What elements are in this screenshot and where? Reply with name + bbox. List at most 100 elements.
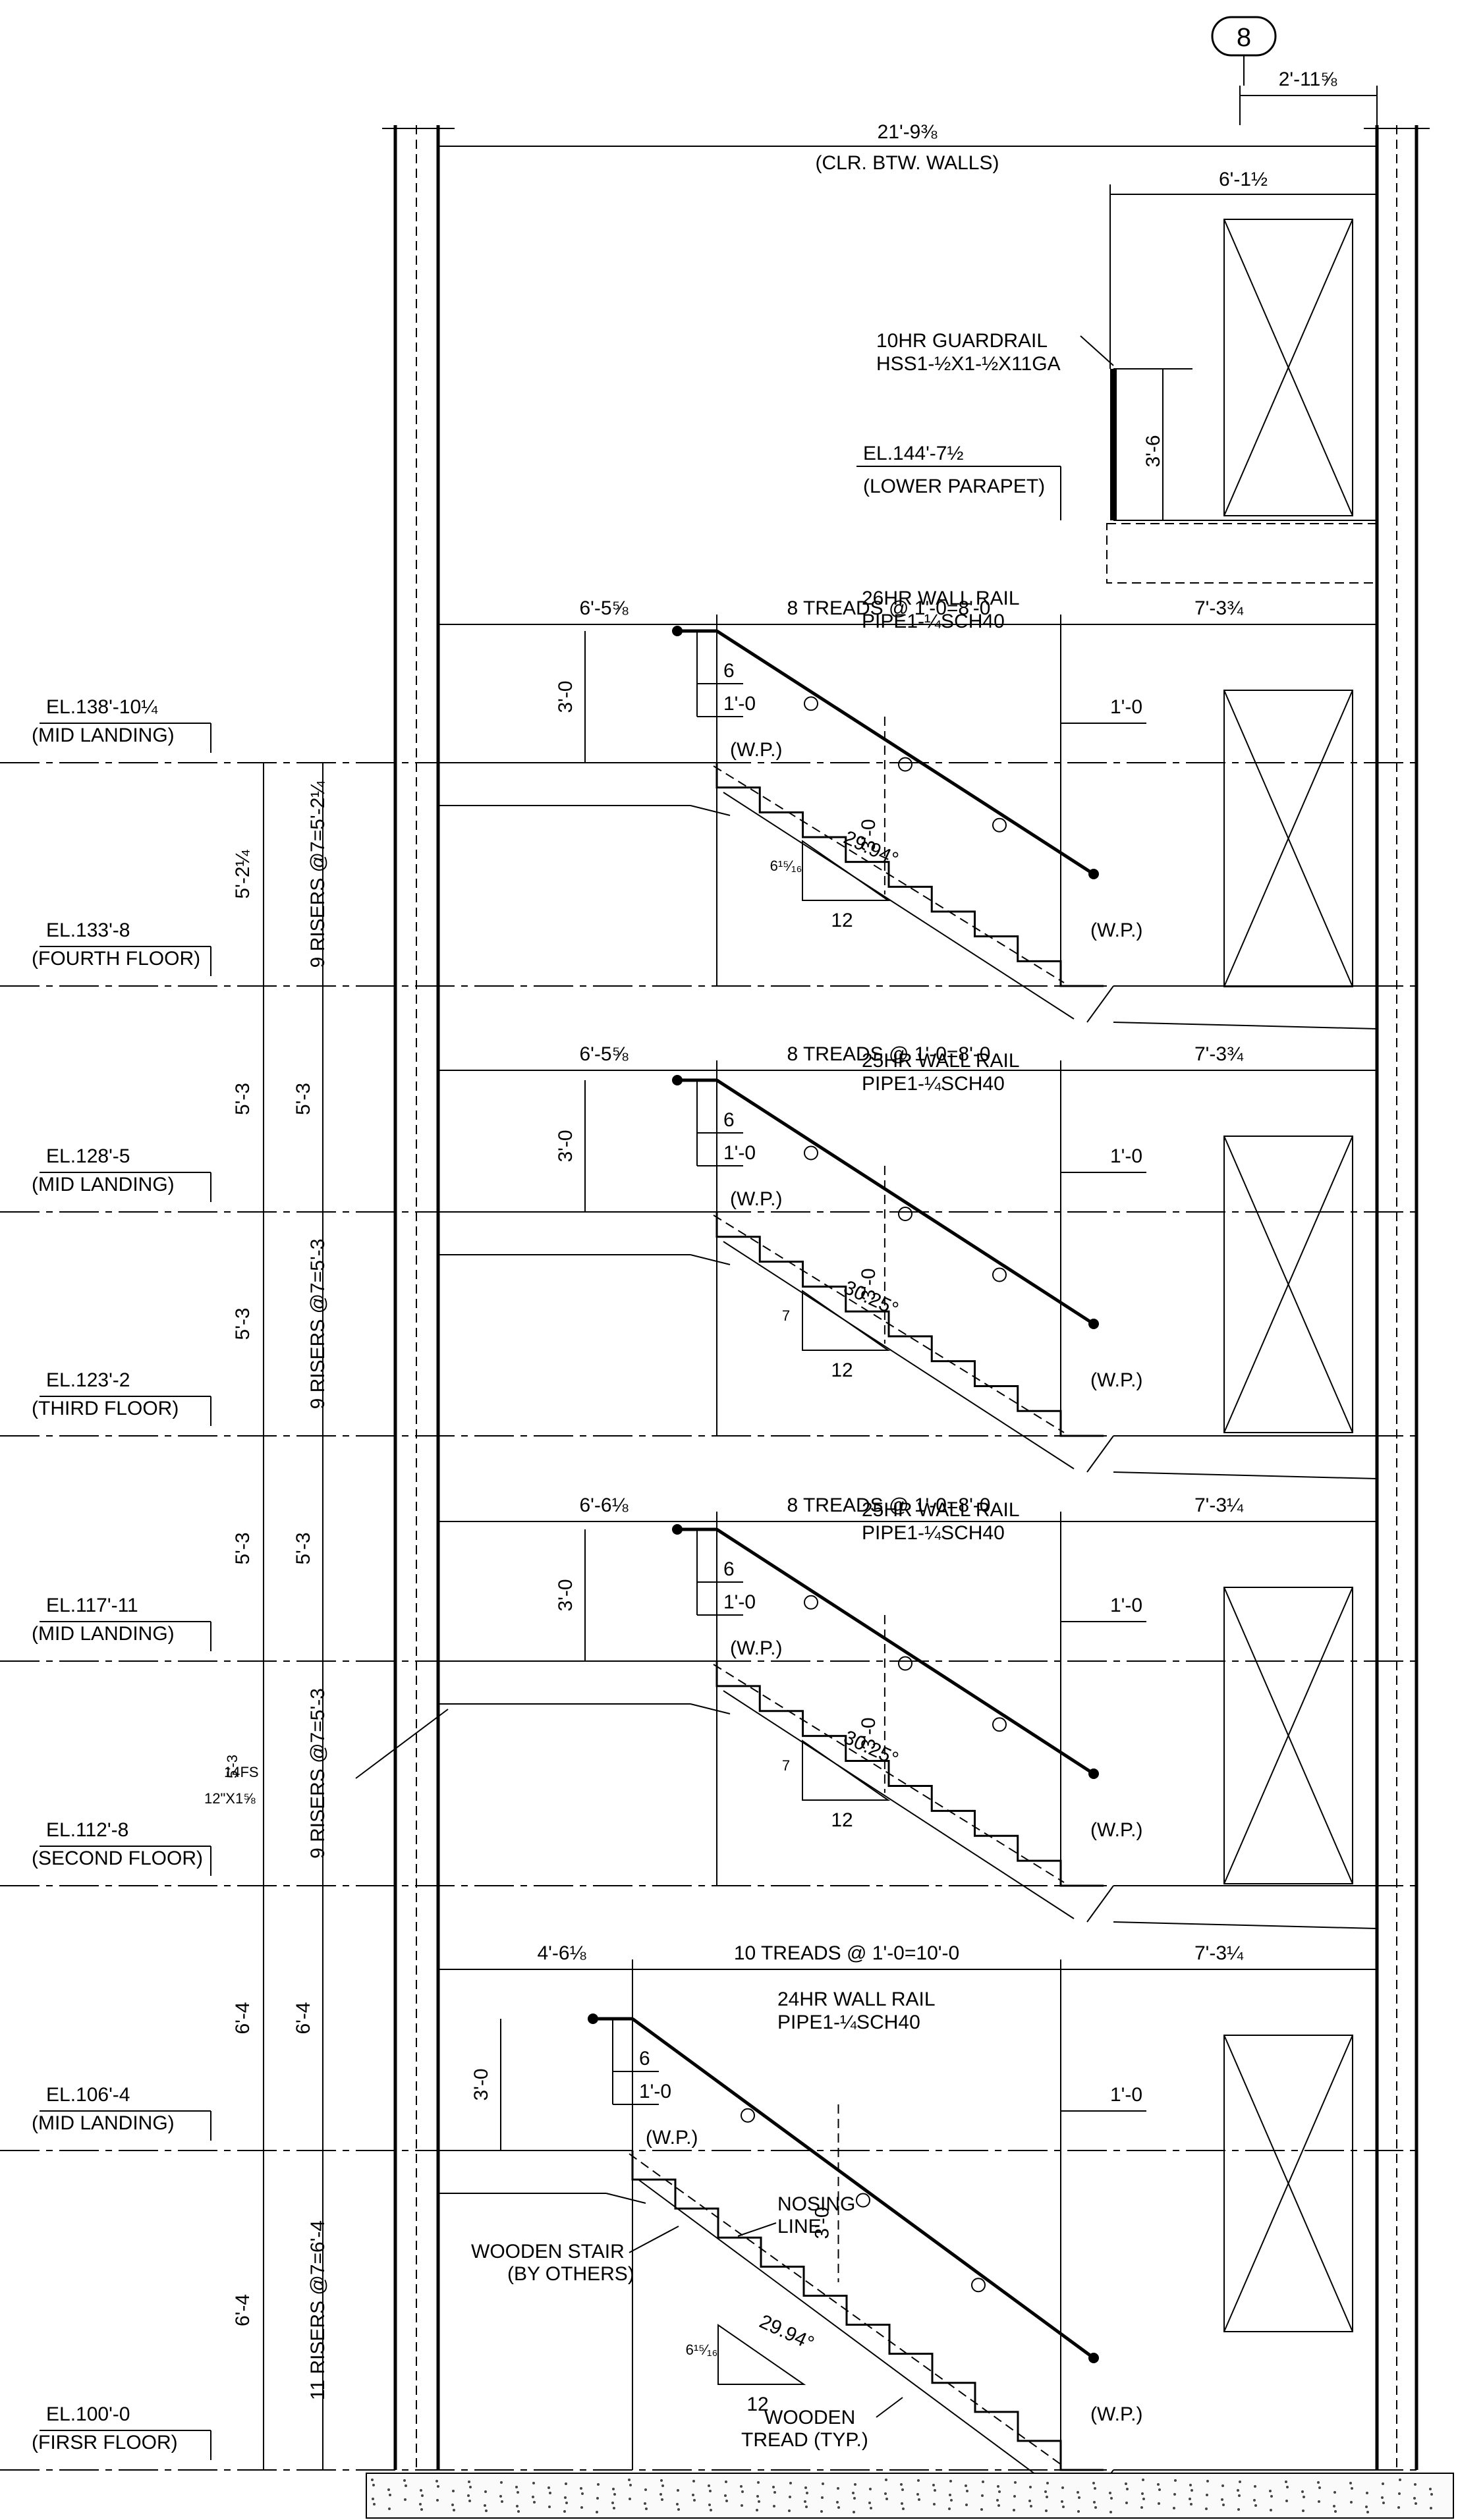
slab-dot — [725, 2500, 728, 2502]
slab-dot — [612, 2488, 615, 2490]
rail-ext-10: 1'-0 — [723, 693, 756, 715]
slab-dot — [772, 2486, 775, 2488]
level-name: (MID LANDING) — [32, 725, 175, 746]
rail-height-2-text: 3'-0 — [858, 1717, 880, 1749]
slope-rise: 7 — [782, 1757, 790, 1774]
flight-treads-dim: 8 TREADS @ 1'-0=8'-0 — [787, 1494, 991, 1516]
handrail-end — [1088, 2353, 1099, 2363]
slab-dot — [1190, 2503, 1192, 2506]
flight-treads-dim: 8 TREADS @ 1'-0=8'-0 — [787, 1043, 991, 1065]
slab-dot — [758, 2500, 760, 2503]
stringer-underside — [723, 1241, 1075, 1469]
slab-dot — [741, 2490, 744, 2493]
slope-rise: 7 — [782, 1307, 790, 1324]
slab-dot — [741, 2504, 743, 2507]
note-14fs-line-1: 14FS — [224, 1764, 259, 1780]
slab-dot — [452, 2490, 455, 2492]
slab-dot — [613, 2493, 616, 2496]
clear-width-text: 21'-9⅜ — [878, 121, 938, 143]
top-offset-dim: 2'-11⅝ — [1239, 68, 1378, 125]
slab-dot — [853, 2511, 855, 2513]
stair-treads — [631, 2150, 1104, 2471]
slab-dot — [1237, 2508, 1240, 2511]
rail-label-2: PIPE1-¼SCH40 — [862, 1522, 1005, 1544]
slope-triangle — [717, 2324, 806, 2385]
slab-dot — [1382, 2502, 1385, 2504]
slab-dot — [1029, 2486, 1032, 2488]
slab-dot — [1046, 2482, 1049, 2484]
slab-dot — [1366, 2511, 1369, 2513]
slab-dot — [387, 2488, 390, 2491]
nosing-line — [713, 1215, 1065, 1433]
stringer-underside — [723, 1690, 1075, 1919]
wooden-stair-label-2: (BY OTHERS) — [507, 2263, 634, 2285]
slab-dot — [1078, 2496, 1080, 2499]
slab-dot — [837, 2506, 840, 2509]
slab-dot — [404, 2498, 407, 2501]
slab-dot — [710, 2509, 712, 2511]
slab-dot — [1125, 2502, 1128, 2504]
stringer-underside — [723, 792, 1075, 1020]
slab-dot — [547, 2486, 550, 2489]
slab-dot — [549, 2492, 551, 2494]
slab-dot — [724, 2494, 727, 2497]
level-elevation: EL.106'-4 — [46, 2084, 130, 2106]
slab-dot — [965, 2484, 967, 2487]
wp-bottom: (W.P.) — [1090, 919, 1142, 941]
slab-dot — [1430, 2507, 1432, 2509]
flight-right-dim: 7'-3¼ — [1194, 1494, 1244, 1516]
wp-top: (W.P.) — [646, 2127, 698, 2149]
slab-dot — [692, 2480, 695, 2482]
stair-treads — [715, 763, 1104, 987]
slab-dot — [1013, 2495, 1016, 2498]
slab-dot — [822, 2482, 824, 2485]
grid-bubble: 8 — [1211, 16, 1277, 86]
slab-dot — [1399, 2479, 1401, 2481]
outer-dim-text: 5'-3 — [232, 1532, 254, 1564]
wp-bottom: (W.P.) — [1090, 1819, 1142, 1841]
wooden-tread-label-2: TREAD (TYP.) — [741, 2429, 868, 2451]
slab-dot — [580, 2506, 583, 2509]
slab-dot — [1349, 2482, 1352, 2484]
level-7: EL.100'-0(FIRSR FLOOR) — [0, 2403, 1423, 2471]
slab-dot — [806, 2492, 808, 2494]
wp-top: (W.P.) — [730, 1637, 782, 1659]
slab-dot — [949, 2480, 952, 2482]
slab-dot — [1254, 2485, 1256, 2488]
wp-top: (W.P.) — [730, 1188, 782, 1210]
slab-dot — [1142, 2479, 1144, 2481]
slab-dot — [1045, 2509, 1048, 2512]
rail-label-1: 26HR WALL RAIL — [862, 588, 1020, 609]
slab-dot — [581, 2492, 584, 2495]
slab-dot — [773, 2505, 775, 2507]
slab-dot — [934, 2489, 936, 2492]
rail-height-2-text: 3'-0 — [812, 2206, 833, 2239]
slab-dot — [596, 2511, 598, 2513]
handrail-end — [1088, 1319, 1099, 1329]
slab-dot — [1014, 2481, 1017, 2484]
slab-dot — [805, 2506, 808, 2508]
slab-dot — [451, 2504, 454, 2506]
level-name: (FOURTH FLOOR) — [32, 948, 200, 970]
slab-dot — [1334, 2510, 1337, 2513]
slab-dot — [629, 2484, 632, 2486]
slab-dot — [756, 2509, 758, 2511]
level-elevation: EL.128'-5 — [46, 1145, 130, 1167]
rail-bracket — [971, 2278, 986, 2293]
slab-dot — [868, 2502, 871, 2504]
slab-dot — [389, 2494, 391, 2496]
slab-dot — [1094, 2506, 1097, 2509]
slab-dot — [1239, 2480, 1241, 2483]
slab-dot — [1110, 2497, 1113, 2500]
grid-bubble-label: 8 — [1237, 23, 1251, 52]
slab-dot — [885, 2498, 888, 2500]
slab-dot — [1333, 2491, 1336, 2494]
slab-dot — [708, 2484, 710, 2487]
risers-dim-text: 9 RISERS @7=5'-2¼ — [307, 781, 329, 968]
level-elevation: EL.100'-0 — [46, 2403, 130, 2425]
slope-angle: 29.94° — [756, 2311, 818, 2355]
clear-width-dim: 21'-9⅜ (CLR. BTW. WALLS) — [438, 121, 1377, 174]
slab-dot — [982, 2480, 984, 2483]
level-elevation: EL.112'-8 — [46, 1819, 128, 1841]
rail-bracket — [992, 1717, 1007, 1732]
